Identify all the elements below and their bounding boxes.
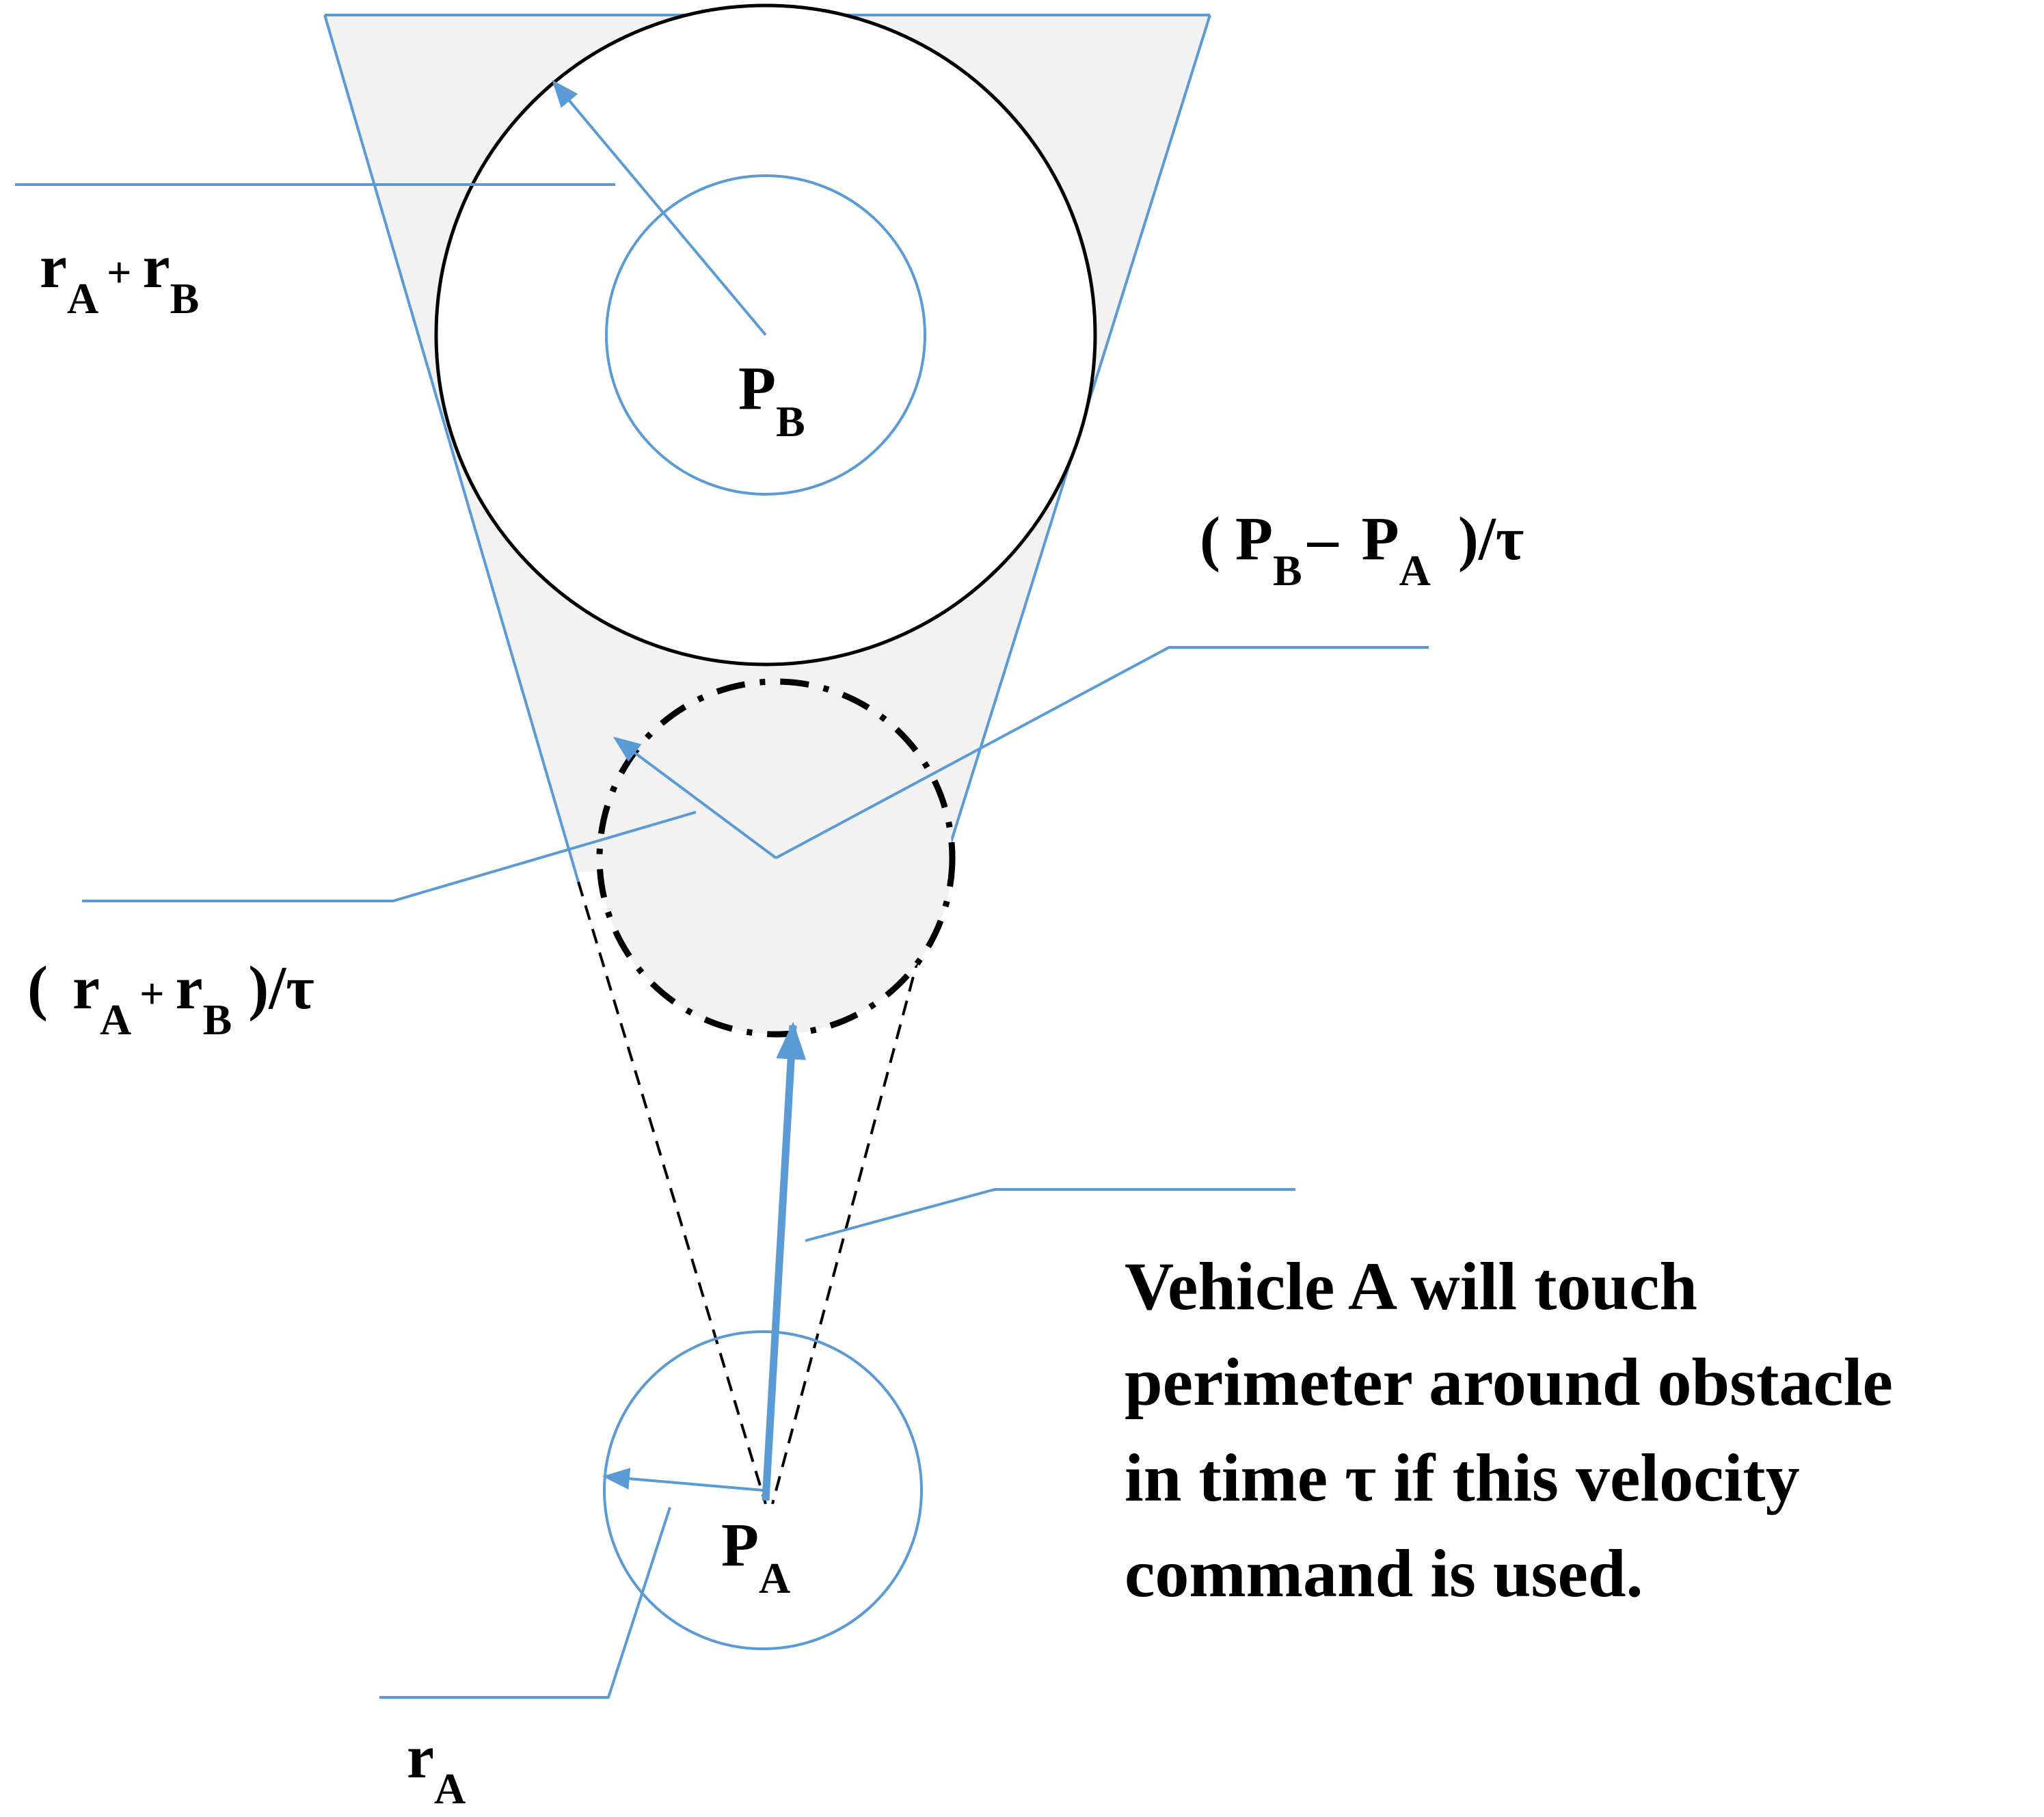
leader-line-pb-pa-tau	[775, 646, 1429, 859]
label-ra-plus-rb-over-tau: (rA+rB)/τ	[27, 954, 314, 1044]
leader-line-ra	[379, 1507, 671, 1699]
velocity-note-line-2: perimeter around obstacle	[1125, 1344, 1893, 1420]
label-pb: PB	[738, 355, 805, 446]
cone-right-dashed-edge	[771, 881, 940, 1505]
radius-arrow-ra	[602, 1468, 764, 1492]
velocity-note-line-1: Vehicle A will touch	[1125, 1248, 1697, 1324]
radius-arrow-ra-rb	[552, 79, 767, 336]
label-pb-minus-pa-over-tau: (PB–PA)/τ	[1200, 505, 1524, 595]
cone-left-edge	[323, 14, 580, 883]
vehicle-b-circle	[605, 174, 926, 496]
velocity-note-line-3: in time τ if this velocity	[1125, 1440, 1800, 1516]
velocity-command-arrow	[762, 1021, 807, 1501]
label-pa: PA	[721, 1511, 790, 1602]
label-ra-plus-rb: rA+rB	[40, 233, 199, 323]
radius-arrow-scaled	[613, 736, 777, 859]
label-ra: rA	[407, 1723, 466, 1813]
vehicle-a-circle	[603, 1330, 923, 1650]
leader-line-velocity-note	[805, 1188, 1295, 1242]
cone-left-dashed-edge	[577, 881, 767, 1505]
leader-line-ra-rb-tau	[82, 811, 697, 902]
velocity-note-line-4: command is used.	[1125, 1535, 1643, 1611]
